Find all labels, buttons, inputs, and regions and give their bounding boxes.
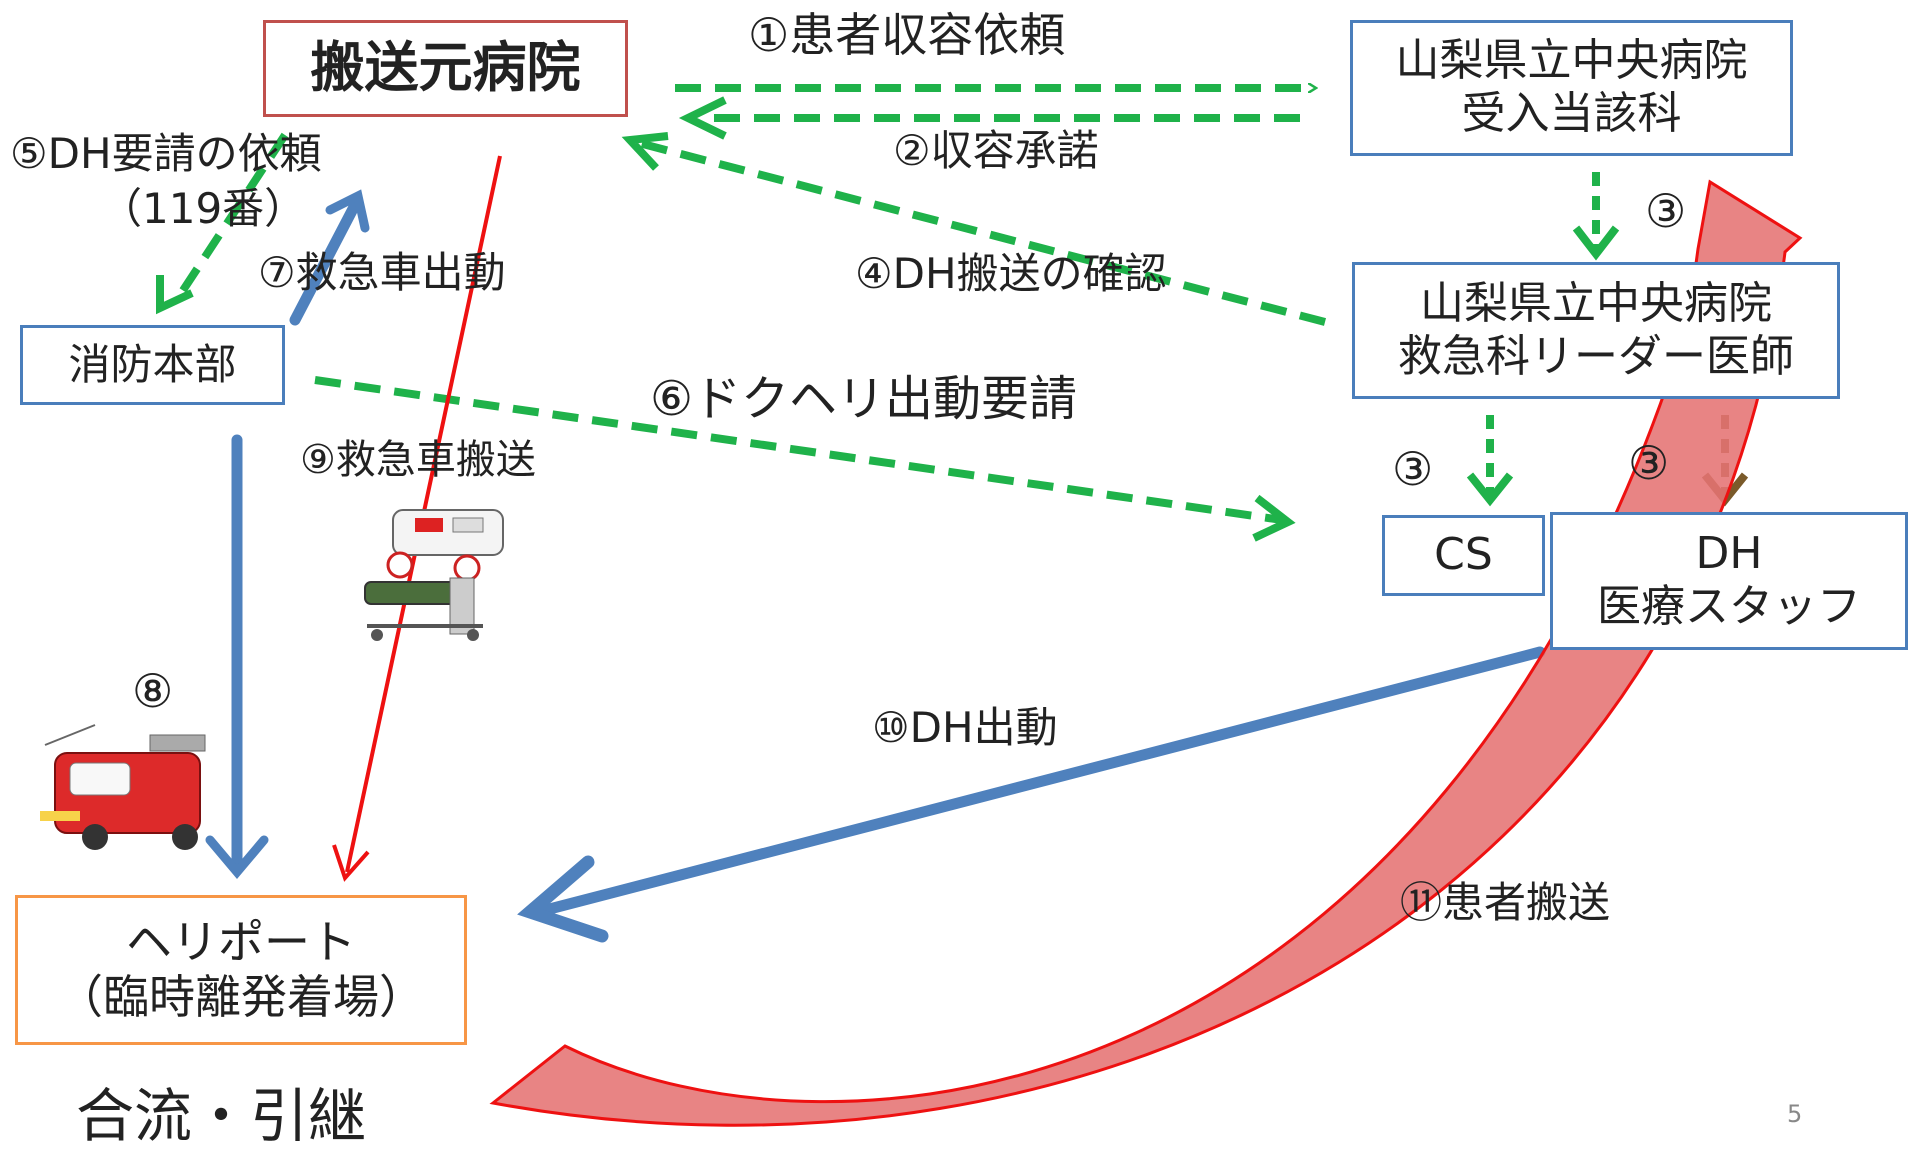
heliport-box: ヘリポート （臨時離発着場） xyxy=(15,895,467,1045)
arrow-step6-head xyxy=(1252,494,1296,542)
arrow-step5 xyxy=(174,132,289,301)
label-step11: ⑪患者搬送 xyxy=(1400,878,1611,927)
label-step9: ⑨救急車搬送 xyxy=(300,437,536,483)
page-number: 5 xyxy=(1787,1100,1803,1128)
label-step6: ⑥ドクヘリ出動要請 xyxy=(650,371,1078,427)
arrow-step9-head xyxy=(332,844,370,882)
label-step3b: ③ xyxy=(1392,442,1434,496)
label-step3a: ③ xyxy=(1645,184,1687,238)
arrow-step11 xyxy=(489,179,1803,1127)
receiving-dept-line1: 山梨県立中央病院 xyxy=(1395,35,1748,87)
dh-staff-box: DH 医療スタッフ xyxy=(1550,512,1908,650)
cs-label: CS xyxy=(1434,529,1493,581)
arrow-step7 xyxy=(289,199,361,326)
fire-engine-illustration xyxy=(40,724,206,850)
label-step5-sub: （119番） xyxy=(100,184,307,233)
origin-hospital-label: 搬送元病院 xyxy=(310,36,581,100)
receiving-dept-line2: 受入当該科 xyxy=(1461,88,1682,139)
label-step8: ⑧ xyxy=(132,664,174,718)
ambulance-illustration xyxy=(364,509,504,641)
label-step10: ⑩DH出動 xyxy=(872,703,1058,752)
dh-staff-line2: 医療スタッフ xyxy=(1597,581,1861,632)
arrow-step4-head xyxy=(621,132,669,171)
heliport-line2: （臨時離発着場） xyxy=(57,970,425,1024)
label-step1: ①患者収容依頼 xyxy=(748,8,1066,62)
heliport-line1: ヘリポート xyxy=(126,914,356,969)
fire-hq-box: 消防本部 xyxy=(20,325,285,405)
label-step3c: ③ xyxy=(1628,436,1670,490)
leader-doctor-box: 山梨県立中央病院 救急科リーダー医師 xyxy=(1352,262,1840,399)
label-step4: ④DH搬送の確認 xyxy=(855,249,1167,298)
arrow-step3-head-a xyxy=(1572,225,1620,261)
arrow-step10 xyxy=(532,646,1546,918)
cs-box: CS xyxy=(1382,515,1545,596)
arrow-fire-to-heliport-head xyxy=(205,835,269,879)
arrow-step2-head xyxy=(678,96,727,140)
label-step5: ⑤DH要請の依頼 xyxy=(10,129,322,178)
label-merge: 合流・引継 xyxy=(76,1082,367,1150)
label-step7: ⑦救急車出動 xyxy=(258,248,506,297)
arrow-step6 xyxy=(314,376,1283,524)
origin-hospital-box: 搬送元病院 xyxy=(263,20,628,117)
arrow-step5-head xyxy=(156,275,194,315)
arrow-step3-head-b xyxy=(1466,472,1514,507)
blue-arrows xyxy=(205,189,1546,943)
label-step2: ②収容承諾 xyxy=(893,126,1099,175)
leader-doctor-line1: 山梨県立中央病院 xyxy=(1420,277,1772,329)
receiving-dept-box: 山梨県立中央病院 受入当該科 xyxy=(1350,20,1793,156)
leader-doctor-line2: 救急科リーダー医師 xyxy=(1398,330,1794,382)
dh-staff-line1: DH xyxy=(1695,528,1763,580)
arrow-step10-head xyxy=(517,855,609,943)
fire-hq-label: 消防本部 xyxy=(68,339,237,389)
arrow-step7-head xyxy=(325,189,370,233)
